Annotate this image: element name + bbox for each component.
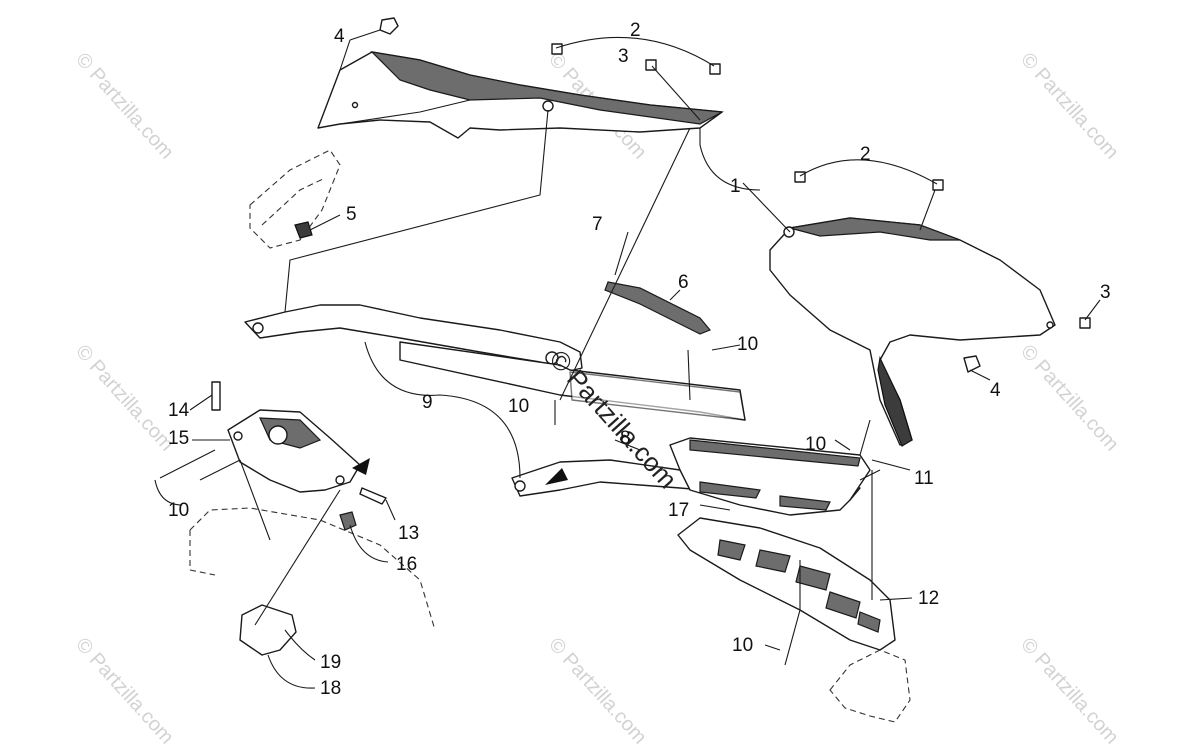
part-16-nut[interactable]: [339, 511, 357, 531]
callout-1[interactable]: 1: [730, 176, 741, 197]
watermark-top-right: © Partzilla.com: [1016, 49, 1123, 164]
part-12-plate[interactable]: [677, 517, 896, 651]
watermark-mid-right: © Partzilla.com: [1016, 341, 1123, 456]
watermark-bottom-middle: © Partzilla.com: [544, 634, 651, 749]
callout-3-right[interactable]: 3: [1100, 282, 1111, 303]
callout-3-top[interactable]: 3: [618, 46, 629, 67]
callout-14[interactable]: 14: [168, 400, 190, 421]
watermark-bottom-right: © Partzilla.com: [1016, 634, 1123, 749]
callout-8[interactable]: 8: [620, 428, 631, 449]
fastener-4-top: [379, 17, 399, 35]
callout-7[interactable]: 7: [592, 214, 603, 235]
frame-outline-upper-left: [249, 149, 341, 249]
callout-12[interactable]: 12: [918, 588, 939, 609]
watermark-top-left: © Partzilla.com: [71, 49, 178, 164]
fastener-2-top-a: [551, 43, 563, 55]
callout-10-b[interactable]: 10: [508, 396, 529, 417]
fastener-2-top-b: [709, 63, 721, 75]
fastener-13: [359, 487, 387, 505]
callout-16[interactable]: 16: [396, 554, 417, 575]
fastener-14: [211, 381, 221, 411]
callout-10-a[interactable]: 10: [737, 334, 758, 355]
watermark-bottom-left: © Partzilla.com: [71, 634, 178, 749]
callout-5[interactable]: 5: [346, 204, 357, 225]
fastener-5: [294, 221, 313, 239]
callout-11[interactable]: 11: [914, 468, 934, 489]
part-6-bar[interactable]: [604, 281, 711, 335]
watermark-mid-left: © Partzilla.com: [71, 341, 178, 456]
callout-4-right[interactable]: 4: [990, 380, 1001, 401]
fasteners: [211, 17, 1091, 505]
part-15-bracket[interactable]: [227, 409, 361, 493]
callout-10-c[interactable]: 10: [805, 434, 826, 455]
part-1-upper-shield[interactable]: [317, 51, 725, 139]
callout-9[interactable]: 9: [422, 392, 433, 413]
part-9-lower-rail[interactable]: [511, 437, 871, 516]
callout-6[interactable]: 6: [678, 272, 689, 293]
part-18-clip[interactable]: [239, 604, 297, 656]
arrow-marker-right: [545, 468, 568, 485]
arrow-marker-left: [352, 458, 370, 475]
part-9-upper-rail[interactable]: [244, 304, 746, 421]
leader-lines: [154, 29, 1101, 689]
callout-labels: 1 2 2 3 3 4 4 5 6 7 8 9 10 10 10 10 10 1…: [168, 20, 1111, 699]
fastener-2-right-b: [932, 179, 944, 191]
callout-4-top[interactable]: 4: [334, 26, 345, 47]
callout-13[interactable]: 13: [398, 523, 419, 544]
callout-2-right[interactable]: 2: [860, 144, 871, 165]
callout-10-d[interactable]: 10: [168, 500, 189, 521]
callout-10-e[interactable]: 10: [732, 635, 753, 656]
frame-outline-lower-left: [189, 507, 436, 631]
frame-outline-lower-right: [829, 649, 911, 723]
callout-19[interactable]: 19: [320, 652, 341, 673]
part-1-right-shield[interactable]: [769, 217, 1056, 447]
fastener-4-right: [963, 355, 981, 373]
callout-17[interactable]: 17: [668, 500, 689, 521]
callout-2-top[interactable]: 2: [630, 20, 641, 41]
callout-18[interactable]: 18: [320, 678, 341, 699]
callout-15[interactable]: 15: [168, 428, 189, 449]
